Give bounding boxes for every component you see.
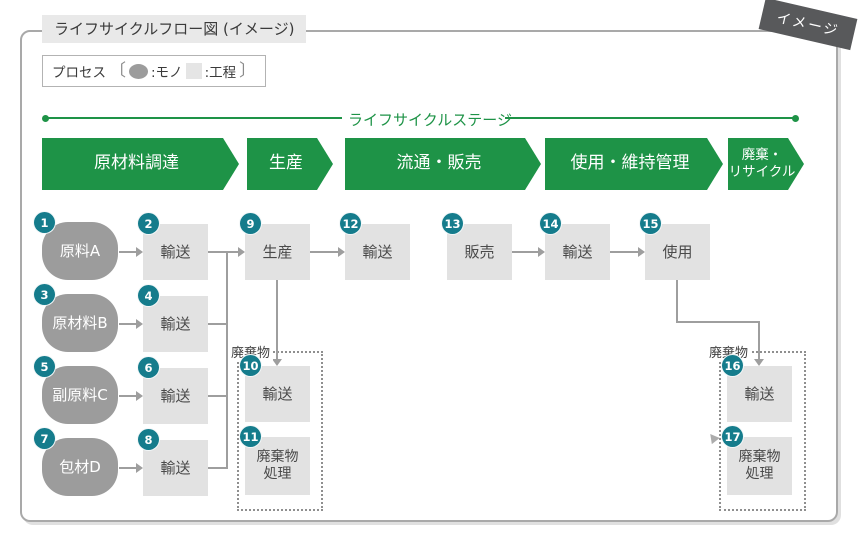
arrow-transport14-to-use: [610, 247, 645, 257]
connector-row4-to-bus: [208, 467, 228, 469]
legend-process-label: :工程: [204, 65, 237, 81]
node-label: 廃棄物 処理: [256, 448, 299, 483]
step-number-6: 6: [137, 356, 160, 379]
node-label: 使用: [662, 242, 693, 261]
node-material-d: 包材D: [42, 438, 118, 496]
axis-dot-right: [792, 114, 799, 122]
step-number-14: 14: [539, 212, 562, 235]
node-material-a: 原料A: [42, 222, 118, 280]
connector-use-right: [676, 321, 760, 323]
node-transport-6: 輸送: [143, 368, 208, 424]
step-number-1: 1: [33, 211, 56, 234]
node-label: 輸送: [744, 384, 775, 403]
node-transport-12: 輸送: [345, 224, 410, 280]
lifecycle-axis-line-right: [505, 114, 799, 122]
node-label: 原材料B: [52, 313, 108, 332]
waste-group-right: [719, 351, 806, 511]
axis-dot-left: [42, 114, 49, 122]
arrow-sales-to-transport14: [512, 247, 545, 257]
process-square-icon: [185, 63, 202, 79]
step-number-12: 12: [339, 212, 362, 235]
node-label: 輸送: [160, 242, 191, 261]
node-label: 輸送: [562, 242, 593, 261]
node-label: 輸送: [362, 242, 393, 261]
node-label: 包材D: [59, 457, 101, 476]
step-number-4: 4: [137, 284, 160, 307]
step-number-3: 3: [33, 283, 56, 306]
stage-use-maintain: 使用・維持管理: [545, 138, 723, 190]
legend-mono-label: :モノ: [151, 65, 183, 81]
step-number-11: 11: [239, 425, 262, 448]
stage-disposal-recycle: 廃棄・ リサイクル: [728, 138, 804, 190]
diagram-frame: [20, 30, 838, 522]
node-label: 輸送: [262, 384, 293, 403]
node-label: 廃棄物 処理: [738, 448, 781, 483]
step-number-16: 16: [721, 354, 744, 377]
node-label: 副原料C: [52, 385, 108, 404]
arrow-materialB-to-transport: [119, 319, 143, 329]
diagram-title: ライフサイクルフロー図 (イメージ): [42, 15, 307, 43]
step-number-5: 5: [33, 355, 56, 378]
mono-circle-icon: [129, 63, 148, 79]
step-number-13: 13: [441, 212, 464, 235]
node-material-c: 副原料C: [42, 366, 118, 424]
process-legend: プロセス 〔 :モノ :工程 〕: [42, 55, 267, 87]
step-number-15: 15: [639, 212, 662, 235]
node-label: 輸送: [160, 458, 191, 477]
step-number-7: 7: [33, 427, 56, 450]
connector-row2-to-bus: [208, 323, 228, 325]
legend-bracket-close: 〕: [239, 60, 257, 81]
node-label: 販売: [464, 242, 495, 261]
step-number-17: 17: [721, 425, 744, 448]
connector-vertical-bus: [226, 251, 228, 469]
step-number-9: 9: [239, 212, 262, 235]
node-label: 原料A: [59, 241, 101, 260]
node-label: 輸送: [160, 314, 191, 333]
lifecycle-axis-line-left: [42, 114, 342, 122]
connector-row3-to-bus: [208, 395, 228, 397]
legend-prefix: プロセス: [52, 65, 106, 81]
lifecycle-axis-label: ライフサイクルステージ: [348, 111, 512, 129]
node-transport-2: 輸送: [143, 224, 208, 280]
node-material-b: 原材料B: [42, 294, 118, 352]
node-label: 生産: [262, 242, 293, 261]
step-number-8: 8: [137, 428, 160, 451]
stage-distribution: 流通・販売: [345, 138, 541, 190]
connector-use-down: [676, 280, 678, 323]
arrow-materialC-to-transport: [119, 391, 143, 401]
arrow-materialA-to-transport: [119, 247, 143, 257]
node-label: 輸送: [160, 386, 191, 405]
arrow-production-to-transport12: [310, 247, 345, 257]
step-number-10: 10: [239, 354, 262, 377]
step-number-2: 2: [137, 212, 160, 235]
arrow-production-to-waste-transport: [272, 280, 282, 366]
stage-raw-material: 原材料調達: [42, 138, 239, 190]
waste-group-left: [237, 351, 323, 511]
legend-bracket-open: 〔: [109, 60, 126, 81]
arrow-transport-to-production: [208, 247, 245, 257]
arrow-use-to-waste-transport: [754, 321, 764, 366]
arrow-materialD-to-transport: [119, 463, 143, 473]
stage-production: 生産: [247, 138, 333, 190]
